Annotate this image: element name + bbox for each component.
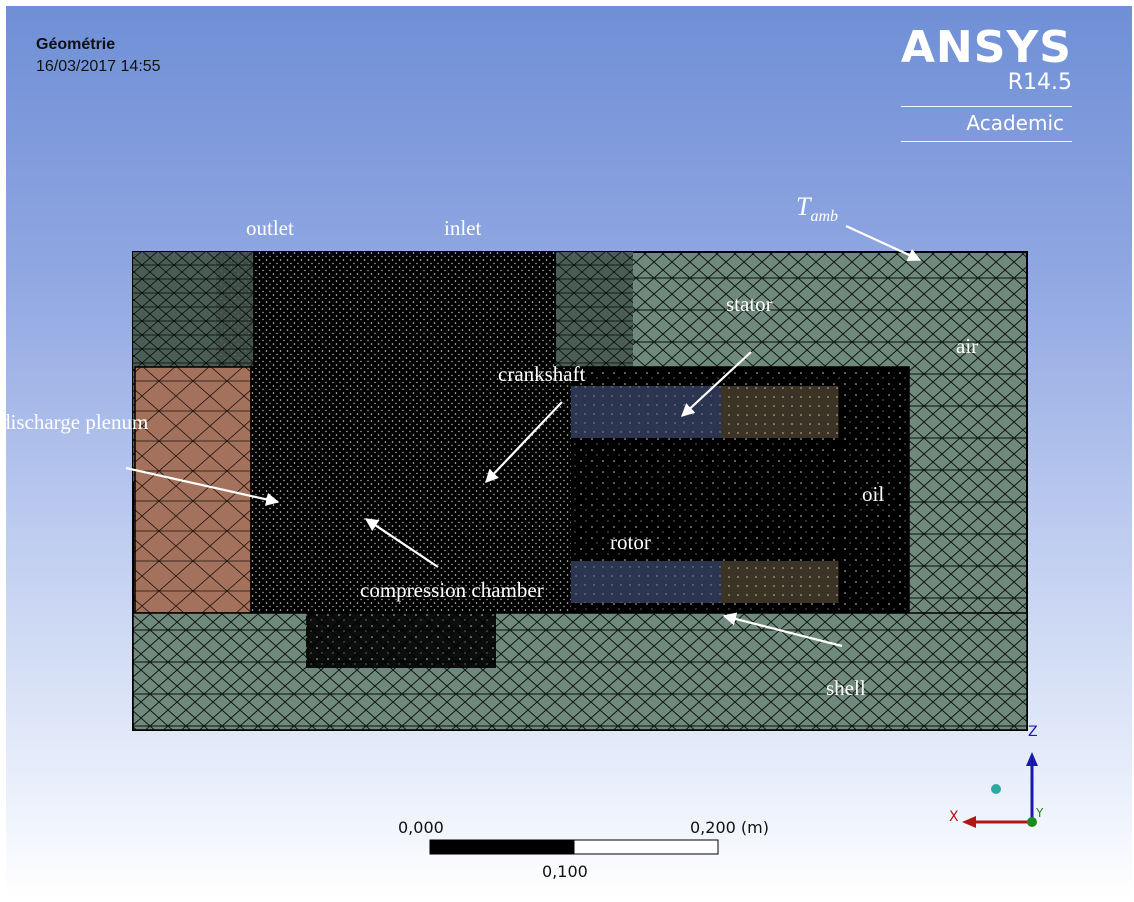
air-label: air — [956, 334, 979, 358]
tamb-arrow — [845, 225, 922, 262]
discharge-plenum-label: discharge plenum — [6, 410, 149, 434]
shell-label: shell — [826, 676, 866, 700]
rotor-label: rotor — [610, 530, 651, 554]
compression-arrow — [364, 518, 439, 568]
tamb-label: Tamb — [796, 192, 839, 226]
axis-x-label: X — [949, 809, 959, 825]
stator-tan-region — [721, 386, 839, 438]
stator-arrow — [681, 351, 752, 417]
mesh-model[interactable] — [6, 6, 1132, 898]
rotor-tan-region — [721, 561, 839, 603]
outlet-label: outlet — [246, 216, 294, 240]
rotor-blue-region — [571, 561, 721, 603]
compression-chamber-label: compression chamber — [360, 578, 544, 602]
axis-triad — [962, 752, 1038, 828]
discharge-plenum-region — [134, 366, 252, 614]
plenum-arrow — [125, 466, 280, 506]
crankshaft-label: crankshaft — [498, 362, 586, 386]
shell-arrow — [722, 612, 843, 648]
inlet-label: inlet — [444, 216, 482, 240]
ansys-logo: ANSYS R14.5 Academic — [900, 26, 1072, 142]
scale-end-label: 0,200 (m) — [690, 818, 769, 837]
view-title: Géométrie — [36, 36, 116, 53]
oil-region — [838, 385, 910, 603]
stator-label: stator — [726, 292, 773, 316]
crankshaft-arrow — [485, 401, 563, 483]
graphics-viewport[interactable]: Géométrie 16/03/2017 14:55 ANSYS R14.5 A… — [6, 6, 1132, 898]
stator-blue-region — [571, 386, 721, 438]
scale-bar — [429, 839, 719, 855]
axis-z-label: Z — [1028, 724, 1038, 740]
scale-mid-label: 0,100 — [542, 862, 588, 881]
view-timestamp: 16/03/2017 14:55 — [36, 58, 161, 75]
scale-start-label: 0,000 — [398, 818, 444, 837]
oil-label: oil — [862, 482, 885, 506]
axis-y-label: Y — [1036, 806, 1044, 820]
